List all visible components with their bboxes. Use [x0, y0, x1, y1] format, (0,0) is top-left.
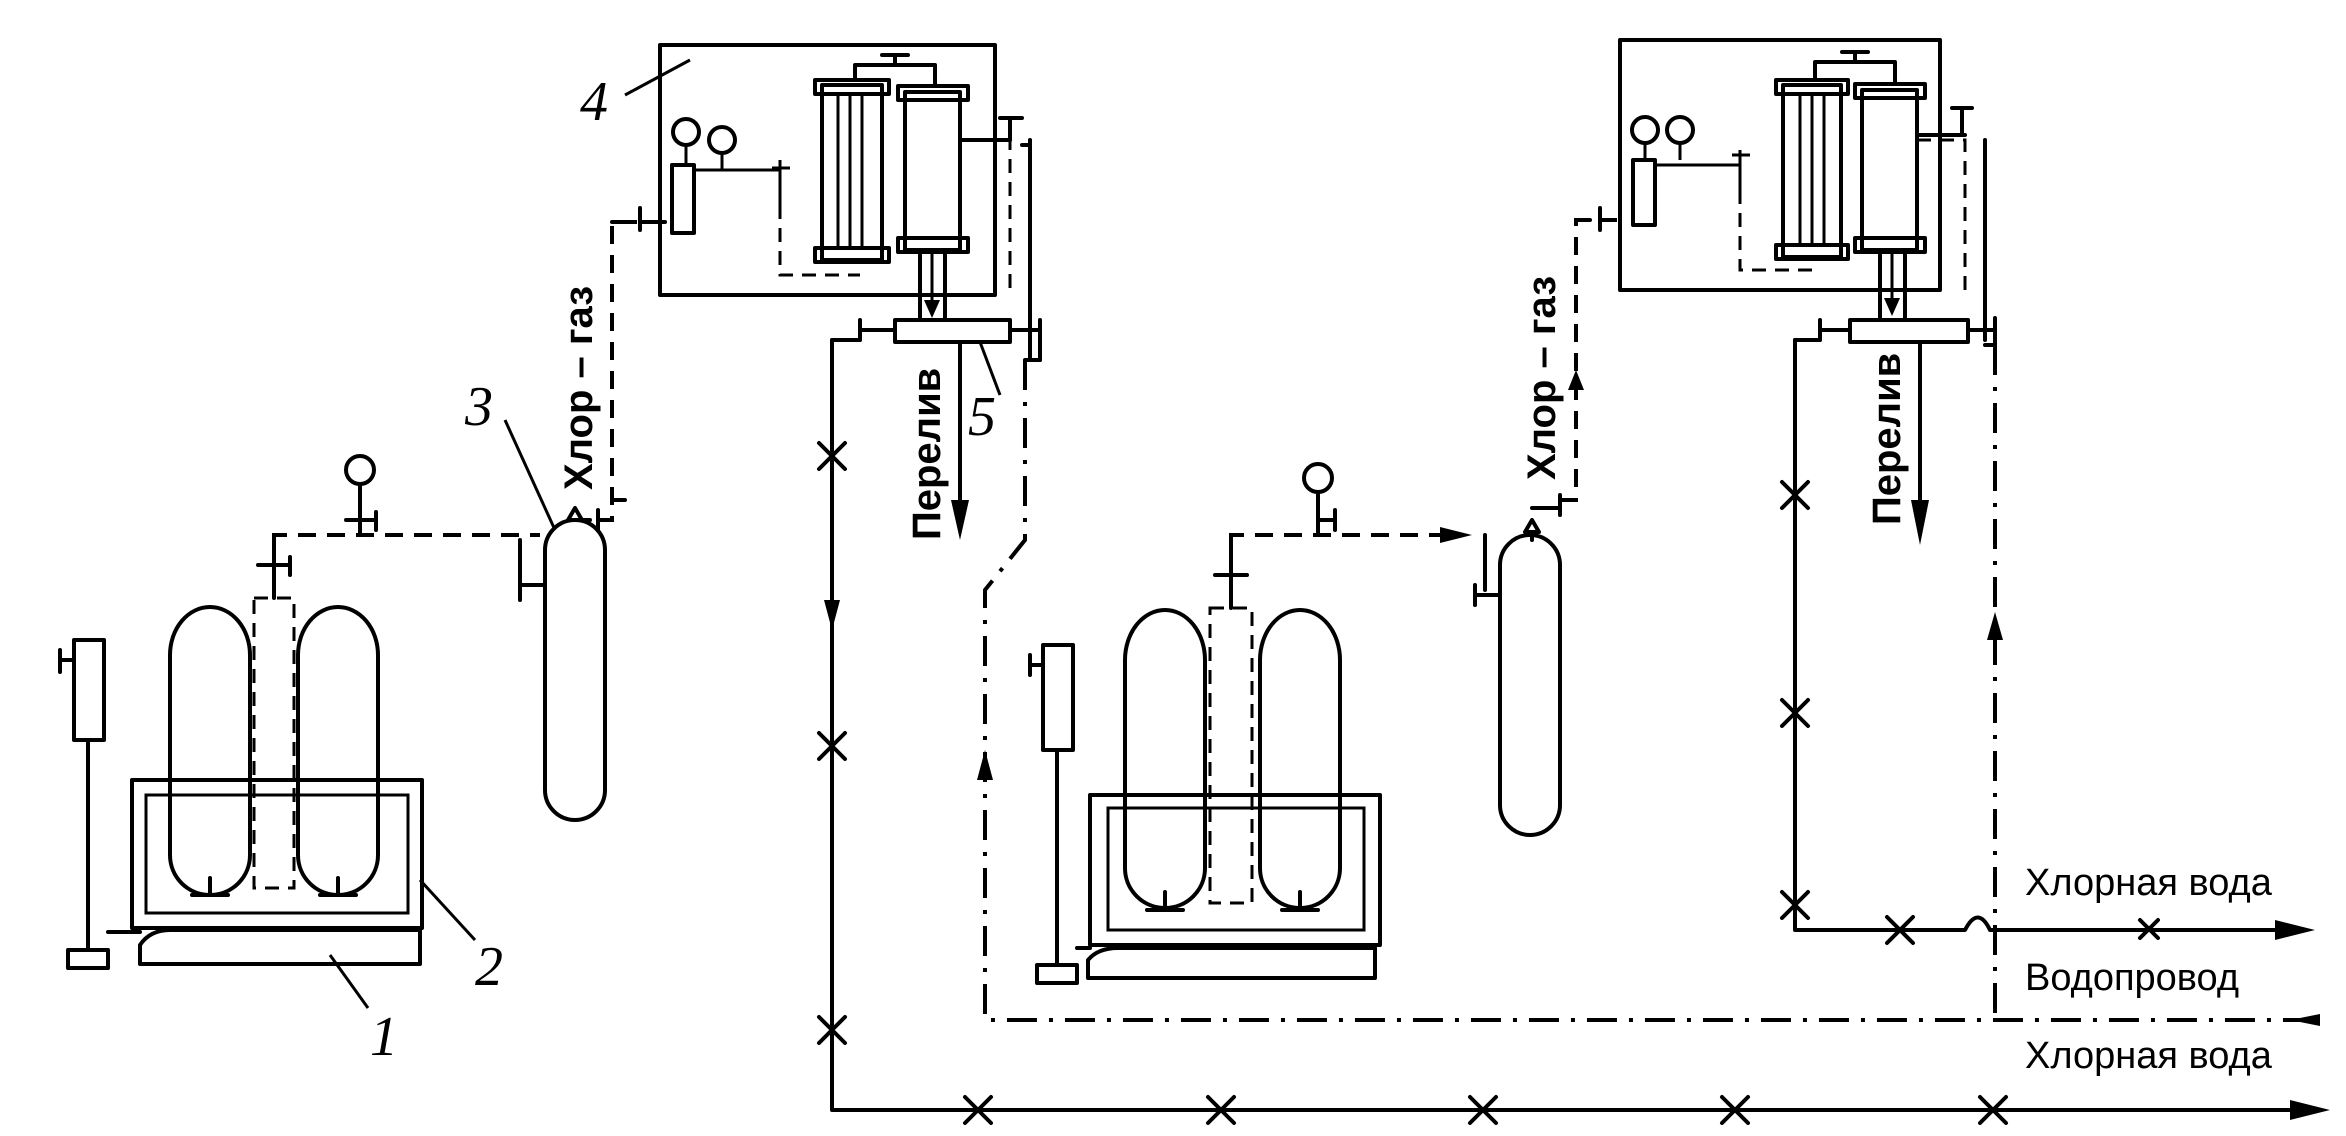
label-5: 5: [968, 386, 996, 448]
valve-x-marker: [1206, 1095, 1236, 1125]
overflow-label-right: Перелив: [1865, 353, 1909, 525]
right-chlorinator: [1618, 38, 1987, 342]
chlorine-water-line-left: [824, 358, 2330, 1120]
label-3: 3: [464, 376, 493, 438]
water-supply-line: [977, 340, 2320, 1026]
valve-x-marker: [2138, 918, 2160, 940]
chlorine-gas-label-right: Хлор – газ: [1520, 276, 1564, 480]
valve-x-marker: [1780, 890, 1810, 920]
chlorine-water-line-right: [1793, 358, 2315, 940]
valve-x-marker: [1885, 915, 1915, 945]
valve-x-marker: [1978, 1095, 2008, 1125]
chlorine-water-label-top: Хлорная вода: [2025, 862, 2273, 904]
right-ejector: [1793, 316, 1997, 545]
valve-x-marker: [817, 441, 847, 471]
left-chlorinator: [624, 43, 1032, 342]
label-4: 4: [580, 71, 608, 133]
right-scale-unit: [1028, 462, 1472, 985]
valve-x-marker: [1780, 698, 1810, 728]
valve-x-marker: [1720, 1095, 1750, 1125]
left-ejector: [830, 318, 1042, 540]
valve-x-marker: [817, 1015, 847, 1045]
valve-x-marker: [1780, 480, 1810, 510]
left-receiver: [518, 206, 667, 822]
valve-x-marker: [963, 1095, 993, 1125]
valve-x-marker: [1468, 1095, 1498, 1125]
overflow-label-left: Перелив: [905, 368, 949, 540]
label-2: 2: [475, 936, 503, 998]
right-receiver: [1473, 206, 1620, 837]
valve-x-marker: [817, 731, 847, 761]
water-supply-label: Водопровод: [2025, 957, 2239, 999]
chlorine-water-label-bottom: Хлорная вода: [2025, 1035, 2273, 1077]
label-1: 1: [370, 1006, 398, 1068]
chlorine-gas-label-left: Хлор – газ: [557, 286, 601, 490]
left-scale-unit: [58, 454, 540, 970]
valve-markers: [817, 441, 2160, 1125]
